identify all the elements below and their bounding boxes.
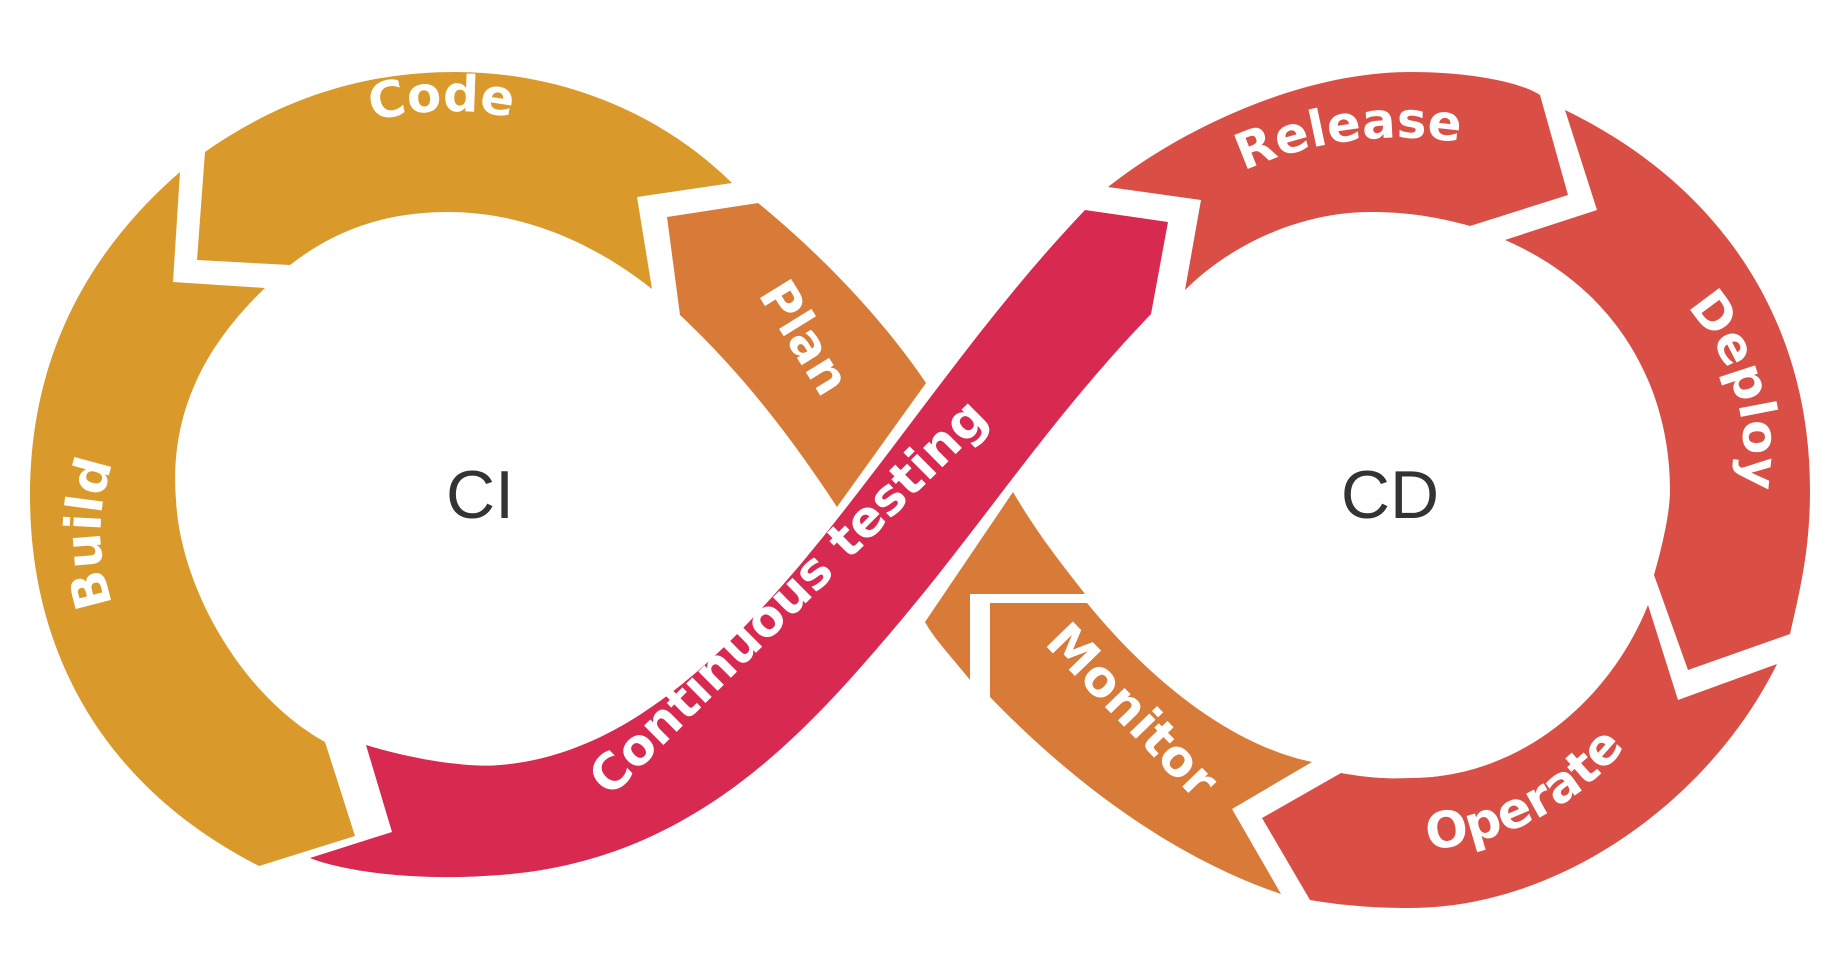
plan-segment bbox=[667, 203, 926, 507]
monitor-segment bbox=[925, 492, 1312, 894]
release-segment bbox=[1108, 72, 1568, 290]
operate-segment bbox=[1262, 605, 1777, 908]
code-segment bbox=[197, 72, 732, 289]
continuous-testing-label: Continuous testing bbox=[578, 387, 999, 806]
cd-label: CD bbox=[1341, 457, 1439, 533]
deploy-segment bbox=[1505, 110, 1810, 670]
ci-label: CI bbox=[446, 457, 514, 533]
build-segment bbox=[30, 172, 355, 866]
continuous-testing-segment bbox=[310, 210, 1168, 878]
